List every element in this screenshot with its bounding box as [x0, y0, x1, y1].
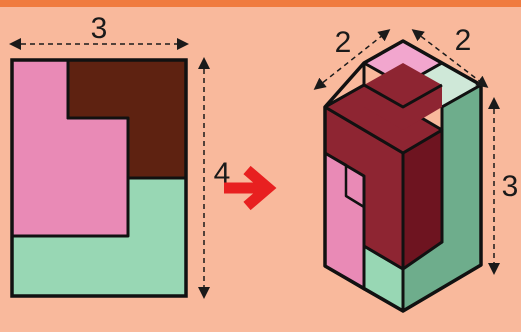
- iso-depth-dimension-right: [411, 29, 489, 88]
- iso-depth-dimension-left: [313, 29, 391, 90]
- iso-depth-label-left: 2: [335, 26, 352, 59]
- iso-notch-edge: [324, 151, 365, 209]
- iso-depth-label-right: 2: [455, 24, 472, 57]
- flat-width-label: 3: [91, 12, 108, 45]
- flat-view: 3 4: [9, 12, 231, 299]
- iso-view: 2 2 3: [313, 24, 519, 313]
- right-arrow-icon: [224, 165, 277, 211]
- flat-height-label: 4: [214, 157, 231, 190]
- flat-outline: [10, 58, 188, 298]
- top-accent-strip: [0, 0, 521, 7]
- iso-height-label: 3: [502, 170, 519, 203]
- iso-maroon-inner-edge: [363, 83, 443, 109]
